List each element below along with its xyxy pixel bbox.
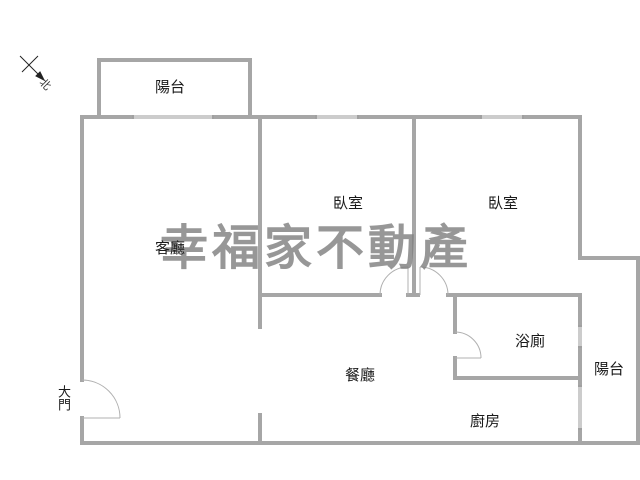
room-bedroom-1: 臥室 <box>333 194 364 212</box>
room-living-room: 客廳 <box>155 239 186 257</box>
walls <box>80 58 640 445</box>
room-balcony-right: 陽台 <box>594 360 625 378</box>
door-swings <box>81 266 482 419</box>
windows <box>132 115 582 430</box>
room-bathroom: 浴廁 <box>515 332 546 350</box>
room-kitchen: 廚房 <box>470 412 501 430</box>
watermark: 幸福家不動產 <box>160 220 473 276</box>
room-dining-room: 餐廳 <box>345 366 376 384</box>
main-door-label: 大門 <box>55 385 70 411</box>
north-arrow-icon <box>19 55 46 82</box>
room-bedroom-2: 臥室 <box>488 194 519 212</box>
room-balcony-top: 陽台 <box>155 78 186 96</box>
